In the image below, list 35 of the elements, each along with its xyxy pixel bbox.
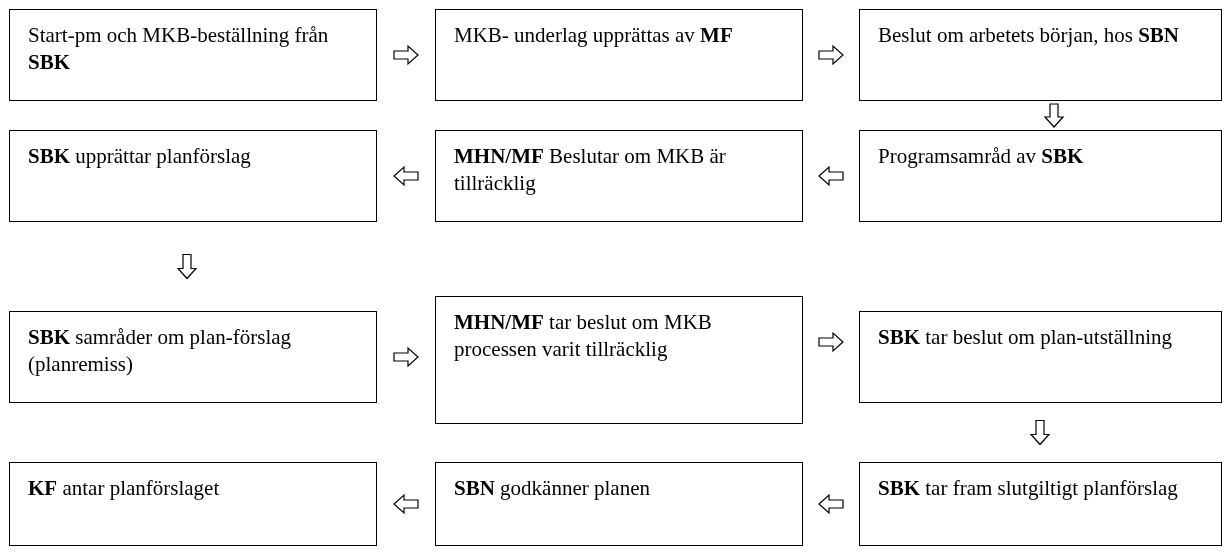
process-box — [859, 311, 1222, 403]
step-text: SBK tar fram slutgiltigt planförslag — [878, 475, 1179, 502]
process-box — [859, 462, 1222, 546]
block-arrow — [818, 44, 844, 66]
step-text: SBK tar beslut om plan-utställning — [878, 324, 1173, 351]
step-text: Beslut om arbetets början, hos SBN — [878, 22, 1180, 49]
step-text: MHN/MF Beslutar om MKB är tillräcklig — [454, 143, 727, 197]
process-box — [9, 311, 377, 403]
block-arrow — [393, 165, 419, 187]
step-text: KF antar planförslaget — [28, 475, 221, 502]
step-text: Programsamråd av SBK — [878, 143, 1085, 170]
block-arrow — [393, 346, 419, 368]
process-box — [859, 130, 1222, 222]
block-arrow — [1043, 103, 1065, 128]
process-box — [9, 130, 377, 222]
step-text: SBK upprättar planförslag — [28, 143, 252, 170]
block-arrow — [818, 493, 844, 515]
process-box — [435, 130, 803, 222]
block-arrow — [1029, 419, 1051, 446]
step-text: MKB- underlag upprättas av MF — [454, 22, 734, 49]
block-arrow — [393, 44, 419, 66]
block-arrow — [818, 165, 844, 187]
process-box — [9, 462, 377, 546]
process-box — [9, 9, 377, 101]
block-arrow — [176, 253, 198, 280]
process-box — [859, 9, 1222, 101]
process-box — [435, 296, 803, 424]
process-box — [435, 9, 803, 101]
step-text: MHN/MF tar beslut om MKB processen varit tillräcklig — [454, 309, 713, 363]
step-text: SBN godkänner planen — [454, 475, 651, 502]
step-text: SBK samråder om plan-förslag (planremiss) — [28, 324, 293, 378]
block-arrow — [818, 331, 844, 353]
process-box — [435, 462, 803, 546]
block-arrow — [393, 493, 419, 515]
step-text: Start-pm och MKB-beställning från SBK — [28, 22, 330, 76]
